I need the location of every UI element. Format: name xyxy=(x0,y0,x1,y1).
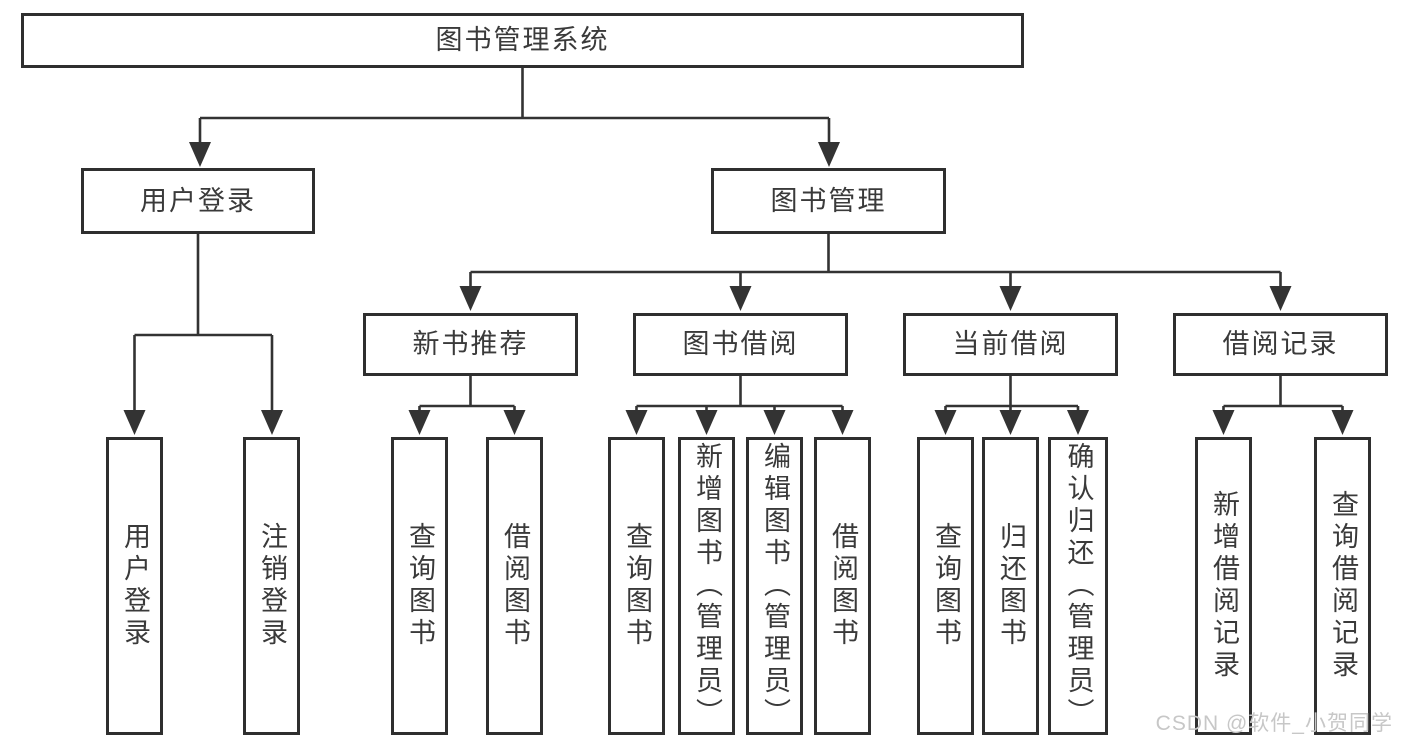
node-label: 新书推荐 xyxy=(412,329,529,359)
node-leaf-edit-book-admin: 编辑图书（管理员） xyxy=(746,437,803,735)
node-leaf-return-book: 归还图书 xyxy=(982,437,1039,735)
node-label: 注销登录 xyxy=(257,522,287,650)
node-label: 编辑图书（管理员） xyxy=(760,442,790,730)
node-new-book-recommend: 新书推荐 xyxy=(363,313,578,376)
node-label: 借阅记录 xyxy=(1222,329,1339,359)
node-label: 借阅图书 xyxy=(500,522,530,650)
node-label: 图书借阅 xyxy=(682,329,799,359)
node-label: 用户登录 xyxy=(120,522,150,650)
node-library-system: 图书管理系统 xyxy=(21,13,1024,68)
node-label: 当前借阅 xyxy=(952,329,1069,359)
node-label: 用户登录 xyxy=(140,185,256,216)
node-label: 查询借阅记录 xyxy=(1328,490,1358,682)
connector-new-book-to-children xyxy=(408,376,526,435)
node-leaf-logout: 注销登录 xyxy=(243,437,300,735)
node-label: 确认归还（管理员） xyxy=(1063,442,1094,730)
connector-current-borrow-to-children xyxy=(934,376,1089,435)
node-book-management: 图书管理 xyxy=(711,168,946,234)
node-label: 新增图书（管理员） xyxy=(692,442,722,730)
node-label: 查询图书 xyxy=(931,522,961,650)
node-borrow-record: 借阅记录 xyxy=(1173,313,1388,376)
node-label: 新增借阅记录 xyxy=(1209,490,1239,682)
node-leaf-query-borrow-record: 查询借阅记录 xyxy=(1314,437,1371,735)
node-leaf-borrow-book-1: 借阅图书 xyxy=(486,437,543,735)
node-label: 归还图书 xyxy=(996,522,1026,650)
node-leaf-borrow-book-2: 借阅图书 xyxy=(814,437,871,735)
node-label: 查询图书 xyxy=(622,522,652,650)
node-leaf-query-book-2: 查询图书 xyxy=(608,437,665,735)
node-leaf-user-login: 用户登录 xyxy=(106,437,163,735)
connector-borrow-record-to-children xyxy=(1212,376,1354,435)
connector-book-borrow-to-children xyxy=(625,376,854,435)
connector-user-login-to-children xyxy=(123,234,283,435)
node-label: 图书管理 xyxy=(770,185,887,216)
csdn-watermark: CSDN @软件_小贺同学 xyxy=(1155,712,1393,735)
node-book-borrow: 图书借阅 xyxy=(633,313,848,376)
node-user-login: 用户登录 xyxy=(81,168,315,234)
node-leaf-add-borrow-record: 新增借阅记录 xyxy=(1195,437,1252,735)
node-leaf-query-book-1: 查询图书 xyxy=(391,437,448,735)
node-leaf-confirm-return-admin: 确认归还（管理员） xyxy=(1048,437,1108,735)
node-leaf-query-book-3: 查询图书 xyxy=(917,437,974,735)
node-label: 图书管理系统 xyxy=(435,25,610,55)
node-label: 借阅图书 xyxy=(828,522,858,650)
node-label: 查询图书 xyxy=(405,522,435,650)
connector-book-mgmt-to-level3 xyxy=(459,234,1292,311)
connector-root-to-level2 xyxy=(189,68,840,167)
node-leaf-add-book-admin: 新增图书（管理员） xyxy=(678,437,735,735)
node-current-borrow: 当前借阅 xyxy=(903,313,1118,376)
